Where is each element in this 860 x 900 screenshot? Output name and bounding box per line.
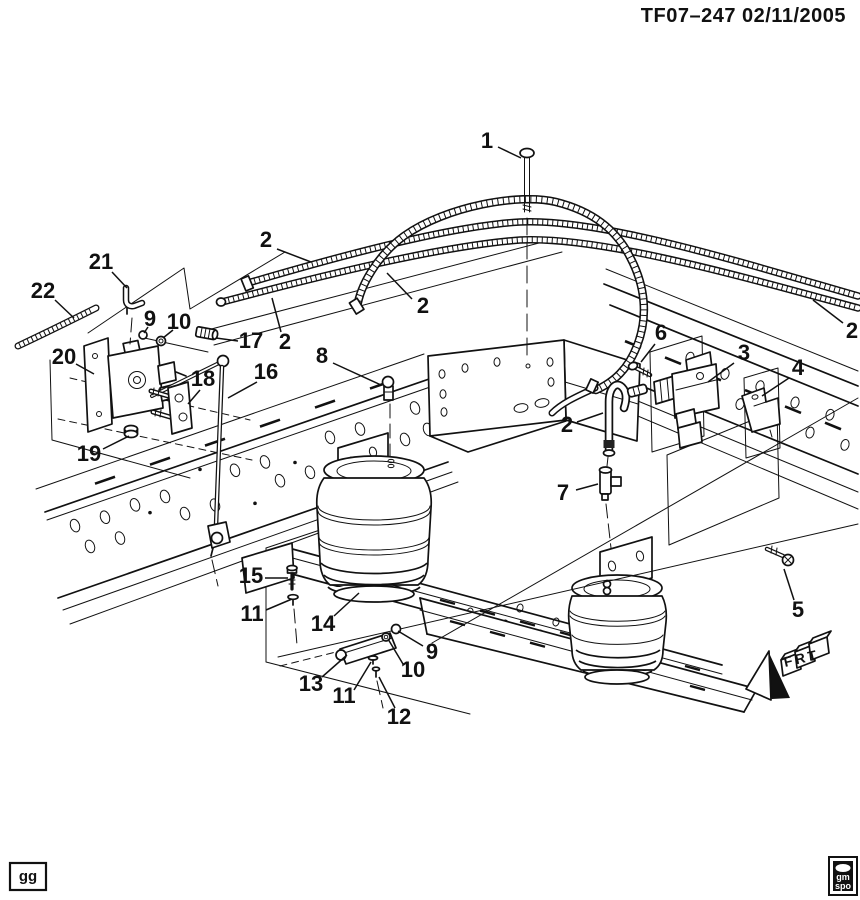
callout-label: 17	[239, 328, 263, 353]
callout-label: 2	[417, 293, 429, 318]
callout-label: 11	[332, 683, 355, 708]
callout-label: 2	[561, 412, 573, 437]
washer-11	[287, 593, 299, 601]
callout-label: 10	[401, 657, 425, 682]
hose-hook-end	[602, 380, 631, 457]
section-lines	[277, 397, 859, 658]
callout-leader	[386, 272, 413, 300]
callout-label: 8	[316, 343, 328, 368]
drawing-number: TF07–247 02/11/2005	[641, 5, 846, 27]
callout-leader	[353, 661, 372, 691]
callout-leader	[215, 337, 239, 342]
frame-rails	[35, 237, 859, 625]
page-annotations: TF07–247 02/11/2005 gg gm spo	[8, 5, 858, 896]
callout-leader	[333, 592, 360, 617]
frt-label: FRT	[782, 646, 821, 670]
ring-10	[155, 335, 167, 347]
spacer-13	[279, 623, 402, 709]
callout-label: 6	[655, 320, 667, 345]
valve-3	[649, 335, 720, 453]
small-parts	[14, 147, 795, 709]
nut-19	[123, 424, 139, 439]
callout-label: 18	[191, 366, 215, 391]
callout-leader	[576, 412, 604, 423]
callout-label: 16	[254, 359, 278, 384]
callout-leader	[143, 326, 149, 334]
callout-leader	[271, 297, 282, 333]
callout-leader	[387, 638, 404, 665]
callout-label: 9	[144, 306, 156, 331]
callout-leader	[397, 630, 424, 647]
callout-leader	[321, 654, 348, 678]
t-fitting-7	[598, 456, 622, 549]
callout-label: 12	[387, 704, 411, 729]
callout-leader	[75, 363, 95, 375]
crossmember	[427, 339, 641, 453]
callout-leader	[227, 381, 258, 399]
front-direction-indicator: FRT	[745, 630, 832, 701]
callout-leader	[707, 362, 735, 383]
callout-label: 3	[738, 340, 750, 365]
logo-line1: gm	[836, 872, 850, 882]
bracket-18	[148, 381, 193, 435]
callout-label: 2	[260, 227, 272, 252]
callout-leader	[812, 299, 844, 324]
callout-leader	[640, 343, 656, 363]
bolt-1	[519, 147, 535, 369]
callout-leader	[265, 598, 293, 611]
callout-leader	[378, 676, 396, 709]
screw-6	[627, 361, 653, 378]
callout-leader	[783, 568, 795, 601]
ring-9	[138, 330, 148, 340]
callout-leader	[575, 483, 599, 491]
height-valve-20	[83, 337, 187, 433]
callout-label: 21	[89, 249, 113, 274]
elbow-21	[122, 284, 146, 345]
callout-label: 15	[239, 563, 263, 588]
callout-leader	[162, 329, 174, 339]
callout-leader	[332, 362, 382, 386]
callout-label: 14	[311, 611, 336, 636]
screw-5	[764, 545, 795, 567]
callout-leader	[276, 248, 312, 263]
callout-label: 20	[52, 344, 76, 369]
callout-label: 5	[792, 597, 804, 622]
callout-label: 2	[846, 318, 858, 343]
callout-label: 10	[167, 309, 191, 334]
gmspo-logo: gm spo	[828, 856, 858, 896]
callout-leader	[102, 435, 130, 450]
fitting-17	[194, 325, 219, 341]
callout-label: 2	[279, 329, 291, 354]
callout-label: 9	[426, 639, 438, 664]
callout-label: 19	[77, 441, 101, 466]
callout-label: 1	[481, 128, 493, 153]
callout-label: 4	[792, 355, 805, 380]
logo-line2: spo	[835, 881, 852, 891]
callout-leader	[497, 146, 522, 159]
page-code: gg	[19, 868, 37, 885]
bushing	[626, 383, 648, 398]
sleeve-22	[14, 304, 100, 350]
callout-leader	[761, 377, 790, 397]
sensor-rod-16	[207, 354, 231, 587]
callout-leader	[111, 271, 128, 289]
page-code-box: gg	[8, 861, 48, 892]
air-spring-left	[315, 432, 433, 603]
air-spring-right	[567, 536, 668, 685]
callout-label: 11	[240, 601, 263, 626]
callout-leader	[187, 389, 201, 405]
callout-label: 22	[31, 278, 55, 303]
callout-label: 13	[299, 671, 323, 696]
callout-label: 7	[557, 480, 569, 505]
elbow-8	[381, 375, 395, 457]
screw-15	[286, 564, 299, 646]
bracket-4	[741, 367, 781, 459]
air-hoses	[215, 194, 860, 457]
callout-leader	[54, 299, 75, 319]
